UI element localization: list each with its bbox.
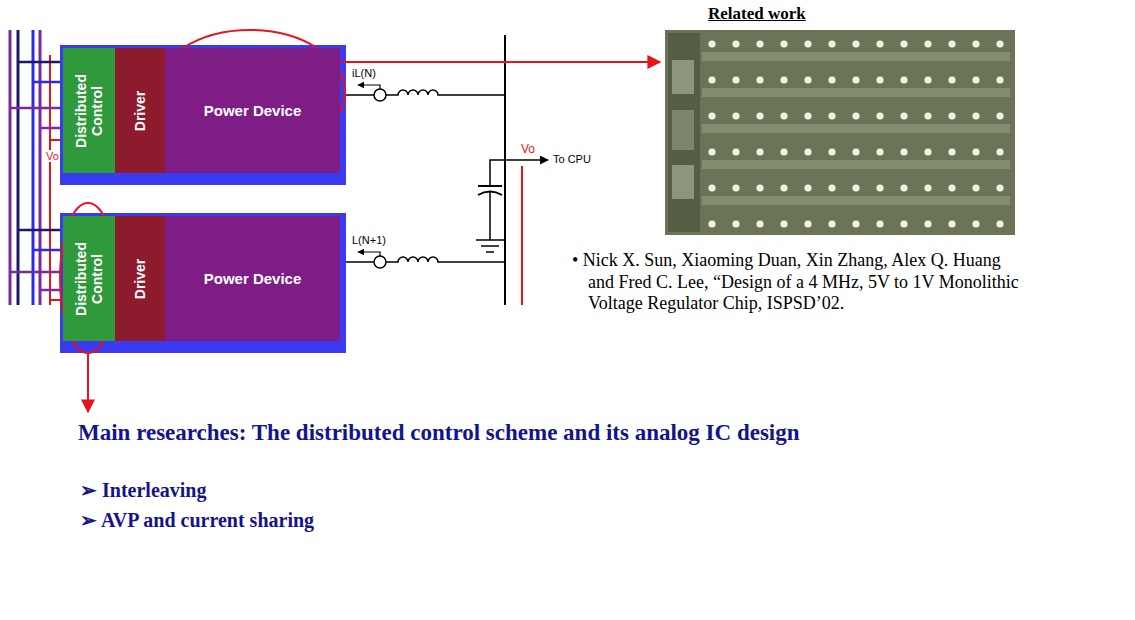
bullet-item: ➢ AVP and current sharing <box>80 508 314 532</box>
callout-arrow <box>333 61 660 63</box>
vo-sense-line <box>49 55 51 305</box>
signal-name: Vo <box>45 150 60 162</box>
current-sensor <box>374 256 386 268</box>
power-device-block: Power Device <box>165 48 340 173</box>
box-label: Distributed Control <box>73 53 105 168</box>
current-sensor <box>374 89 386 101</box>
ground-symbol <box>476 239 504 241</box>
output-arrow <box>505 159 548 161</box>
current-arrow <box>358 252 380 256</box>
module-housing <box>60 213 346 353</box>
inductor-symbol <box>346 257 505 262</box>
signal-name: L(N+1) <box>352 234 386 246</box>
box-label: Power Device <box>171 270 334 287</box>
capacitor-symbol <box>478 185 502 187</box>
signal-name: iL(N) <box>352 67 376 79</box>
bus-stub <box>40 127 62 130</box>
bus-line <box>17 30 20 305</box>
box-label: Driver <box>132 221 148 336</box>
current-arrow <box>358 85 380 89</box>
highlight-ellipse <box>60 203 116 353</box>
ground-symbol <box>481 245 499 247</box>
capacitor-wire <box>489 191 491 240</box>
module-housing <box>60 45 346 185</box>
control-block: Distributed Control <box>63 48 115 173</box>
box-label: Driver <box>132 53 148 168</box>
signal-name: To CPU <box>553 153 591 165</box>
callout-arrow <box>87 353 89 412</box>
bus-stub <box>18 229 62 232</box>
bus-stub <box>33 249 62 252</box>
control-block: Distributed Control <box>63 216 115 341</box>
bullet-item: ➢ Interleaving <box>80 478 206 502</box>
signal-name: Vo <box>521 142 535 156</box>
reference-note: • Nick X. Sun, Xiaoming Duan, Xin Zhang,… <box>572 250 1027 315</box>
chip-circuitry <box>672 110 694 150</box>
bus-line <box>39 30 42 305</box>
inductor-symbol <box>346 90 505 95</box>
box-label: Power Device <box>171 102 334 119</box>
bus-stub <box>10 107 62 110</box>
driver-block: Driver <box>115 48 165 173</box>
research-heading: Main researches: The distributed control… <box>78 420 800 446</box>
chip-circuitry <box>672 165 694 199</box>
bus-stub <box>10 271 62 274</box>
bus-stub <box>40 289 62 292</box>
capacitor-wire <box>490 160 505 186</box>
section-heading: Related work <box>708 4 806 24</box>
bus-line <box>9 30 12 305</box>
box-label: Distributed Control <box>73 221 105 336</box>
bus-stub <box>33 81 62 84</box>
chip-pads <box>702 36 1012 232</box>
bus-stub <box>18 61 62 64</box>
chip-circuitry <box>672 60 694 94</box>
vo-sense-line <box>521 166 523 305</box>
power-device-block: Power Device <box>165 216 340 341</box>
driver-block: Driver <box>115 216 165 341</box>
bus-line <box>32 30 35 305</box>
chip-photo <box>665 30 1015 235</box>
chip-circuitry <box>668 33 700 232</box>
output-bus <box>504 35 506 305</box>
ground-symbol <box>486 251 494 253</box>
